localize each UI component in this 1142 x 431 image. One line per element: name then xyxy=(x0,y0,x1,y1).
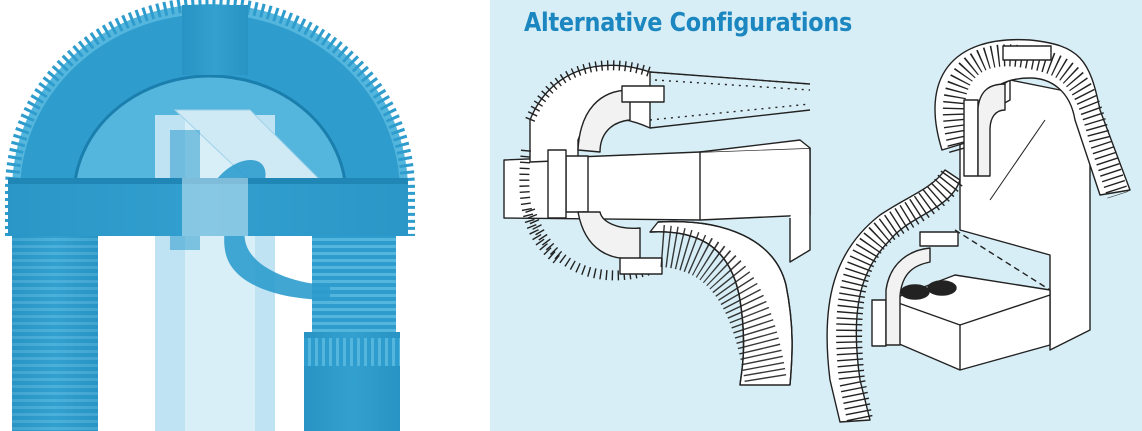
hose-arch-body xyxy=(20,14,400,236)
hose-right-leg xyxy=(312,236,396,332)
config-horizontal-duct-drawing xyxy=(503,60,811,386)
hose-render-panel xyxy=(0,0,480,431)
alternative-configurations-panel: Alternative Configurations xyxy=(490,0,1142,431)
hose-assembly-render xyxy=(5,0,415,431)
section-title: Alternative Configurations xyxy=(524,8,853,38)
configuration-drawings xyxy=(503,38,1131,423)
config-vertical-duct-drawing xyxy=(826,38,1131,423)
